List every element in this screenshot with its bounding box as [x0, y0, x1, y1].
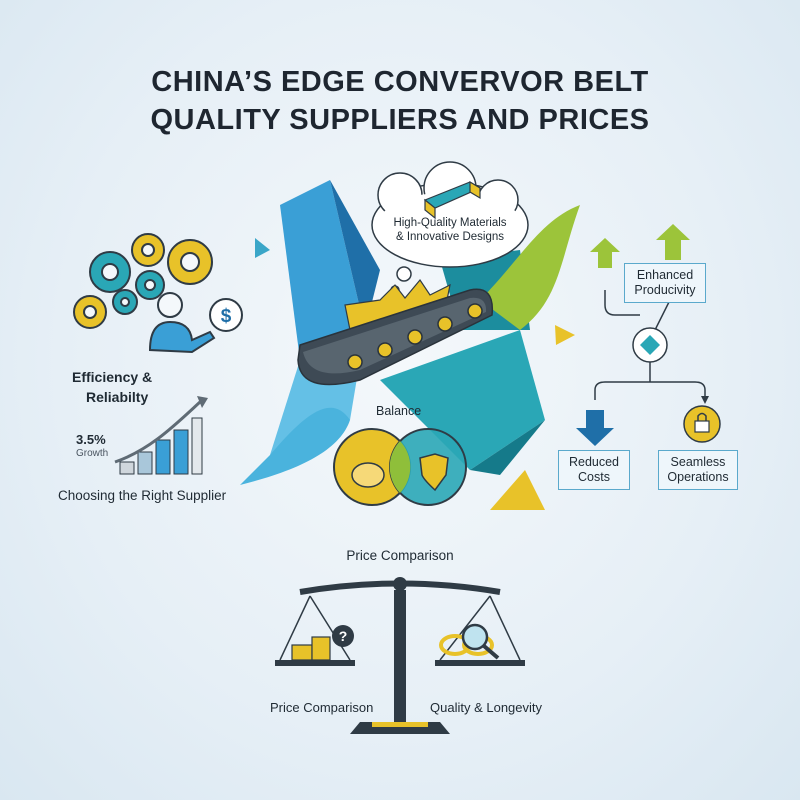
seamless-line-2: Operations: [667, 470, 729, 484]
gears-icon: [73, 233, 213, 329]
enhanced-productivity-box: Enhanced Producivity: [624, 263, 706, 303]
reduced-line-2: Costs: [578, 470, 610, 484]
balance-label: Balance: [376, 404, 422, 418]
balance-scale-icon: ?: [275, 577, 525, 734]
price-comparison-heading: Price Comparison: [346, 548, 454, 563]
right-flowchart: [576, 224, 721, 446]
balance-venn-icon: [333, 428, 467, 506]
chain-magnifier-icon: [439, 623, 500, 660]
up-arrow-icon-2: [656, 224, 690, 260]
coin-stack-icon: [291, 636, 331, 661]
efficiency-reliability-label: Efficiency & Reliabilty: [72, 367, 152, 407]
page-title-line2: QUALITY SUPPLIERS AND PRICES: [150, 104, 650, 136]
quality-longevity-label: Quality & Longevity: [430, 700, 543, 715]
efficiency-line-1: Efficiency &: [72, 369, 153, 385]
growth-value: 3.5%: [76, 432, 106, 447]
conveyor-belt-illustration: [297, 278, 494, 386]
seamless-operations-box: Seamless Operations: [658, 450, 738, 490]
thought-line-2: & Innovative Designs: [395, 231, 505, 243]
price-comparison-left-label: Price Comparison: [270, 700, 374, 715]
page-title-line1: CHINA’S EDGE CONVERVOR BELT: [151, 66, 649, 98]
person-icon: [148, 292, 216, 354]
reduced-line-1: Reduced: [568, 455, 620, 469]
dollar-glyph: $: [221, 306, 232, 327]
mini-conveyor-icon: [423, 180, 482, 220]
thought-cloud: [371, 161, 529, 295]
growth-chart-icon: [114, 396, 208, 475]
reduced-costs-box: Reduced Costs: [558, 450, 630, 490]
thought-line-1: High-Quality Materials: [393, 217, 507, 229]
thought-cloud-text: High-Quality Materials & Innovative Desi…: [372, 216, 528, 244]
piggy-bank-icon: [351, 462, 385, 488]
growth-label: Growth: [76, 448, 109, 459]
down-arrow-icon: [576, 410, 614, 446]
up-arrow-icon: [590, 238, 620, 268]
question-glyph: ?: [339, 628, 348, 644]
enhanced-line-1: Enhanced: [636, 268, 694, 282]
shield-icon: [419, 453, 449, 492]
enhanced-line-2: Producivity: [634, 283, 696, 297]
lock-icon: [694, 420, 710, 433]
choosing-supplier-label: Choosing the Right Supplier: [58, 488, 227, 503]
seamless-line-1: Seamless: [670, 455, 726, 469]
dollar-bubble-icon: $: [209, 298, 243, 332]
efficiency-line-2: Reliabilty: [86, 389, 149, 405]
